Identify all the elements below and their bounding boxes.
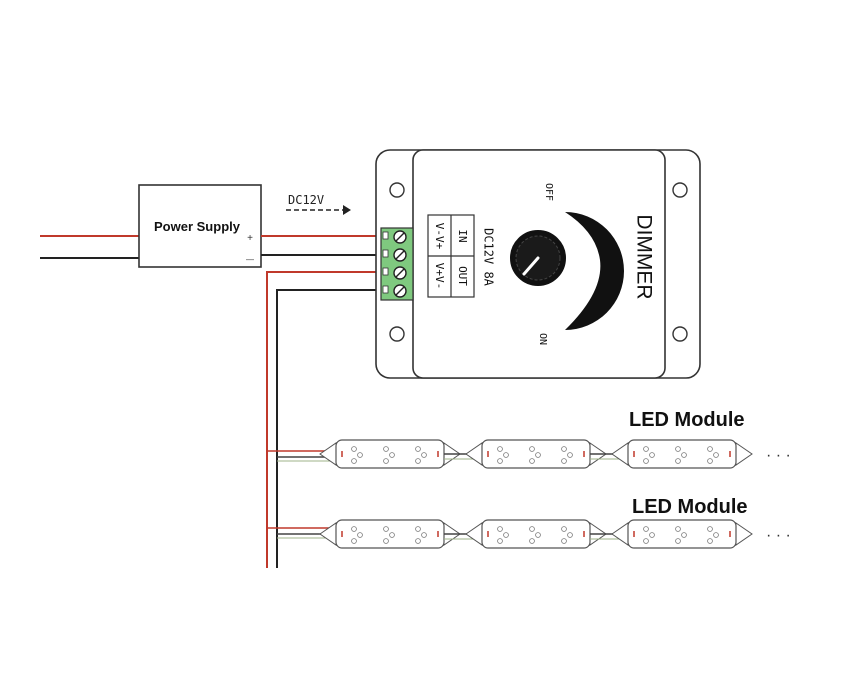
intensity-arc (565, 212, 624, 330)
led-module (611, 519, 753, 549)
mount-hole-top-right (672, 182, 688, 198)
dimmer-knob[interactable] (510, 230, 566, 286)
dimmer-title: DIMMER (632, 214, 655, 299)
input-voltage-label: DC12V (288, 193, 324, 207)
dimmer-unit: IN OUT V-V+ V+V- DC12V 8A OFF ON DIMMER (375, 149, 701, 379)
dimmer-rating-label: DC12V 8A (482, 228, 496, 287)
led-row-2: LED Module (267, 496, 791, 549)
led-row-1: LED Module (267, 409, 791, 469)
on-label: ON (537, 333, 548, 345)
terminal-screw-icon (393, 284, 407, 298)
led-row-ellipsis: · · · (766, 527, 791, 544)
led-module (465, 439, 607, 469)
mount-hole-bottom-left (389, 326, 405, 342)
led-module (611, 439, 753, 469)
terminal-screw-icon (393, 230, 407, 244)
power-supply-plus: + (247, 233, 253, 244)
direction-arrow-icon (286, 205, 351, 215)
terminal-out-label: OUT (456, 266, 469, 286)
power-supply-label: Power Supply (154, 219, 241, 234)
led-module (319, 439, 461, 469)
terminal-screw-icon (393, 248, 407, 262)
terminal-label-table: IN OUT V-V+ V+V- (427, 214, 475, 298)
terminal-screw-icon (393, 266, 407, 280)
led-row-label: LED Module (629, 409, 745, 431)
off-label: OFF (543, 183, 554, 201)
led-row-label: LED Module (632, 496, 748, 518)
mount-hole-bottom-right (672, 326, 688, 342)
led-module (319, 519, 461, 549)
output-wire-red (266, 271, 385, 568)
power-supply: Power Supply + — (138, 184, 262, 268)
knob-indicator (522, 256, 540, 276)
led-module (465, 519, 607, 549)
terminal-in-label: IN (456, 229, 469, 242)
power-supply-minus: — (246, 255, 254, 264)
output-wire-black (276, 289, 385, 568)
led-row-ellipsis: · · · (766, 447, 791, 464)
terminal-in-pins: V-V+ (433, 223, 446, 250)
terminal-block (380, 227, 414, 301)
mount-hole-top-left (389, 182, 405, 198)
terminal-out-pins: V+V- (433, 263, 446, 290)
